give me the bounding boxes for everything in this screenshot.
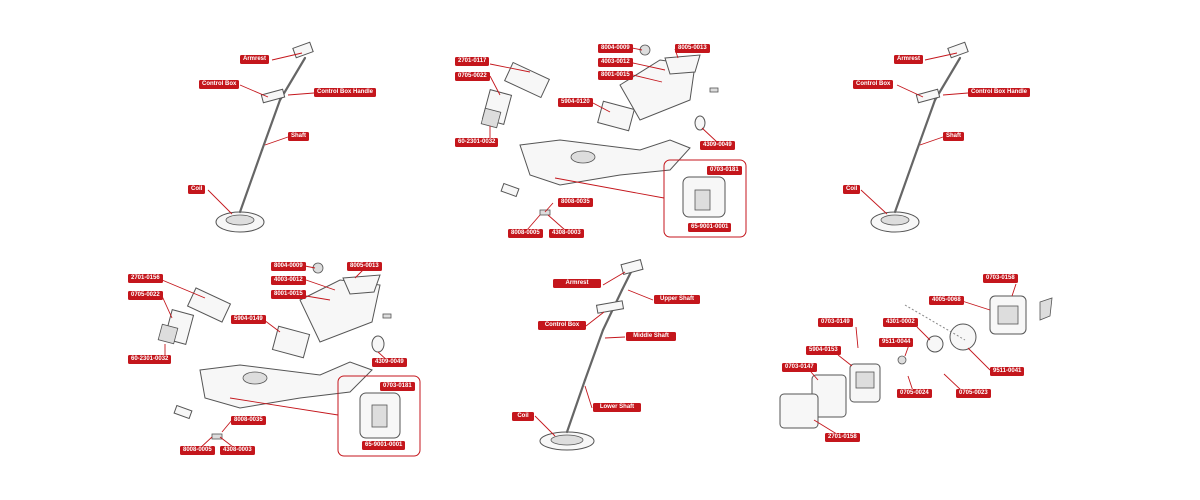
part-label: 2701-0117	[455, 57, 490, 66]
part-label: 60-2301-0032	[455, 138, 499, 147]
part-label: 8004-0009	[598, 44, 633, 53]
display-drawing-6	[779, 295, 1053, 429]
part-label: 8004-0009	[271, 262, 306, 271]
part-label: 4309-0049	[700, 141, 735, 150]
part-label: 2701-0156	[128, 274, 163, 283]
label-middle-shaft: Middle Shaft	[626, 332, 676, 341]
label-shaft: Shaft	[943, 132, 964, 141]
part-label: 8008-0035	[231, 416, 266, 425]
label-shaft: Shaft	[288, 132, 309, 141]
label-coil: Coil	[188, 185, 206, 194]
label-coil: Coil	[512, 412, 534, 421]
part-label: 4308-0003	[220, 446, 255, 455]
part-label: 5904-0149	[231, 315, 266, 324]
part-label: 4309-0049	[372, 358, 407, 367]
part-label: 65-9001-0001	[688, 223, 732, 232]
label-lower-shaft: Lower Shaft	[593, 403, 641, 412]
detector-drawing-3	[870, 41, 969, 233]
label-control-box: Control Box	[199, 80, 240, 89]
label-upper-shaft: Upper Shaft	[654, 295, 700, 304]
part-label: 4003-0012	[598, 58, 633, 67]
part-label: 0703-0181	[380, 382, 415, 391]
part-label: 9511-0044	[879, 338, 914, 347]
part-label: 0705-0022	[455, 72, 490, 81]
control-box-drawing-2	[480, 44, 726, 218]
label-armrest: Armrest	[894, 55, 924, 64]
detector-drawing-5	[539, 258, 644, 451]
part-label: 60-2301-0032	[128, 355, 172, 364]
part-label: 0703-0158	[983, 274, 1018, 283]
label-coil: Coil	[843, 185, 861, 194]
part-label: 0703-0149	[818, 318, 853, 327]
detector-drawing-1	[215, 41, 314, 233]
part-label: 4003-0012	[271, 276, 306, 285]
part-label: 4301-0002	[883, 318, 918, 327]
part-label: 9511-0041	[990, 367, 1025, 376]
part-label: 0703-0181	[707, 166, 742, 175]
control-box-drawing-4	[157, 262, 401, 440]
part-label: 8008-0005	[508, 229, 543, 238]
part-label: 0705-0023	[956, 389, 991, 398]
part-label: 4308-0003	[549, 229, 584, 238]
part-label: 4005-0068	[929, 296, 964, 305]
part-label: 8005-0013	[675, 44, 710, 53]
part-label: 2701-0158	[825, 433, 860, 442]
label-control-box-handle: Control Box Handle	[314, 88, 377, 97]
label-control-box-handle: Control Box Handle	[968, 88, 1031, 97]
part-label: 0703-0147	[782, 363, 817, 372]
part-label: 8001-0015	[598, 71, 633, 80]
label-armrest: Armrest	[553, 279, 601, 288]
part-label: 8001-0015	[271, 290, 306, 299]
part-label: 8005-0013	[347, 262, 382, 271]
part-label: 8008-0035	[558, 198, 593, 207]
label-control-box: Control Box	[853, 80, 894, 89]
part-label: 5904-0153	[806, 346, 841, 355]
label-armrest: Armrest	[240, 55, 270, 64]
part-label: 0705-0022	[128, 291, 163, 300]
label-control-box: Control Box	[538, 321, 586, 330]
part-label: 5904-0120	[558, 98, 593, 107]
part-label: 0705-0024	[897, 389, 932, 398]
part-label: 8008-0005	[180, 446, 215, 455]
part-label: 65-9001-0001	[362, 441, 406, 450]
